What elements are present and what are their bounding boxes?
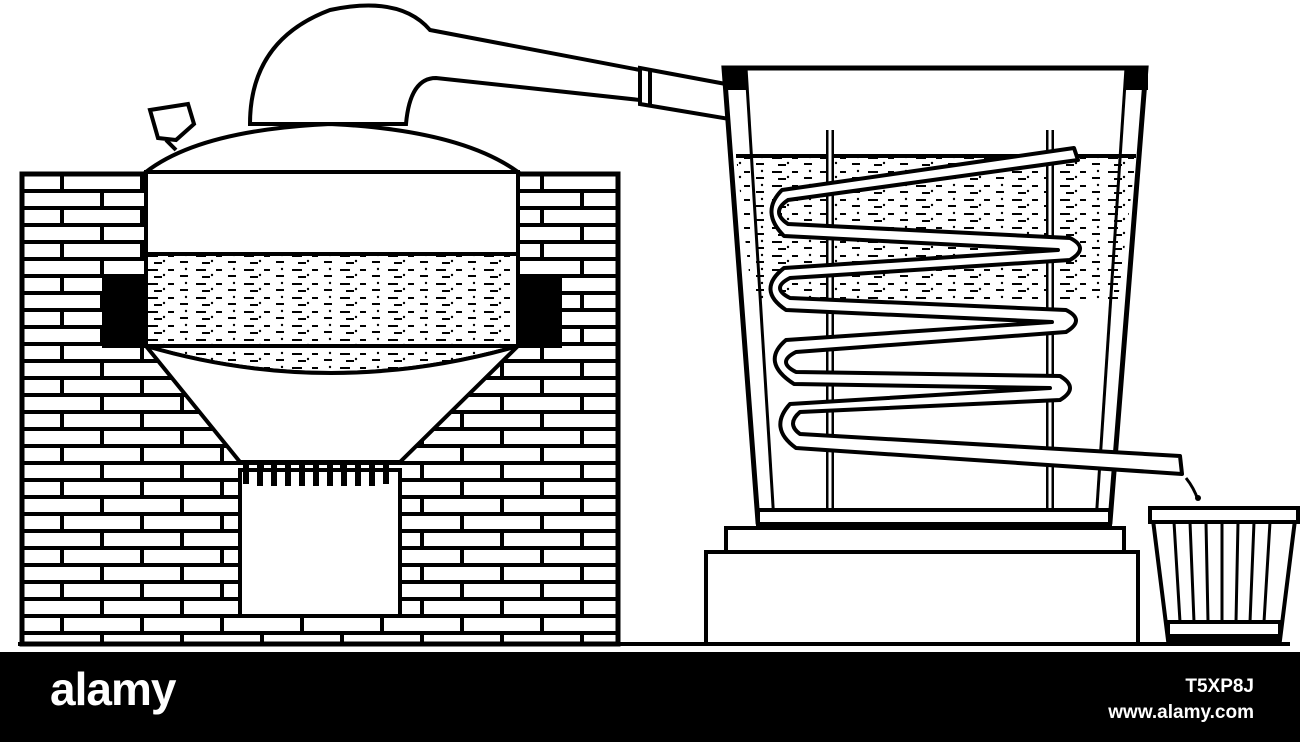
firebox-opening <box>238 468 402 618</box>
condenser-tub <box>704 65 1149 646</box>
still-boiler <box>102 101 562 486</box>
receiving-bucket <box>1148 477 1300 642</box>
still-head <box>247 3 642 126</box>
filler-cap <box>147 101 197 143</box>
boiler-liquid <box>144 252 520 348</box>
image-id-label: T5XP8J <box>1185 676 1254 697</box>
left-support <box>102 278 146 348</box>
watermark-footer: alamy T5XP8J www.alamy.com <box>0 652 1300 742</box>
alamy-logo-icon: alamy <box>50 663 176 715</box>
site-url-label: www.alamy.com <box>1108 702 1254 723</box>
worm-coil <box>768 146 1184 476</box>
fire-grate <box>243 462 389 486</box>
right-support <box>518 278 562 348</box>
